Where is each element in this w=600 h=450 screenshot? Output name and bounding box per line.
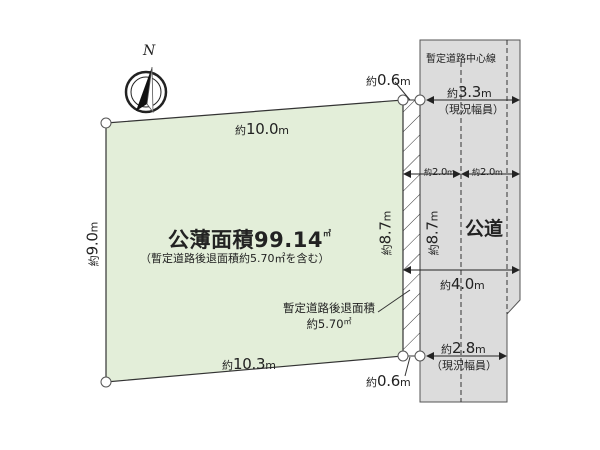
- road-half-width-right: 約2.0m: [472, 162, 503, 178]
- setback-area-unit: ㎡: [343, 316, 352, 326]
- area-note-suffix: を含む）: [285, 252, 330, 265]
- length-value: 2.8: [452, 339, 475, 357]
- length-value: 10.3: [233, 355, 266, 373]
- lot-area-title: 公薄面積99.14㎡: [168, 230, 331, 251]
- lot-bottom-edge-length: 約10.3m: [222, 356, 276, 372]
- length-unit: m: [87, 221, 101, 233]
- length-unit: m: [278, 124, 289, 137]
- road-center-line-label: 暫定道路中心線: [426, 54, 496, 65]
- approx-prefix: 約: [366, 75, 377, 88]
- setback-bottom-width: 約0.6m: [366, 373, 411, 389]
- setback-top-width: 約0.6m: [366, 72, 411, 88]
- corner-marker-bottom-road: [414, 350, 426, 362]
- approx-prefix: 約: [235, 124, 246, 137]
- approx-prefix: 約: [441, 343, 452, 356]
- length-value: 2.0: [480, 167, 496, 178]
- north-label: N: [143, 43, 156, 59]
- approx-prefix: 約: [222, 359, 233, 372]
- length-unit: m: [480, 87, 492, 100]
- length-value: 4.0: [451, 275, 474, 293]
- lot-area-note: （暫定道路後退面積約5.70㎡を含む）: [140, 253, 330, 264]
- approx-prefix: 約: [424, 168, 432, 177]
- road-full-width: 約4.0m: [440, 276, 485, 292]
- setback-area-leader: [377, 289, 411, 313]
- area-value: 公薄面積99.14: [168, 228, 323, 252]
- setback-top-leader: [394, 81, 411, 101]
- length-value: 9.0: [83, 232, 102, 256]
- length-value: 0.6: [377, 372, 400, 390]
- length-unit: m: [495, 168, 503, 177]
- area-unit: ㎡: [322, 229, 332, 238]
- lot-left-edge-length: 約9.0m: [83, 221, 102, 267]
- approx-prefix: 約: [366, 376, 377, 389]
- corner-marker-top-road: [414, 94, 426, 106]
- road-half-width-left: 約2.0m: [424, 162, 455, 178]
- length-value: 8.7: [376, 221, 395, 245]
- length-value: 3.3: [458, 83, 481, 101]
- length-unit: m: [474, 343, 486, 356]
- corner-marker-top-left: [100, 117, 112, 129]
- corner-marker-top-lot: [397, 94, 409, 106]
- road-current-width-bottom-note: （現況幅員）: [431, 359, 497, 372]
- approx-prefix: 約: [380, 244, 394, 256]
- road-name-label: 公道: [465, 218, 504, 240]
- road-current-width-top: 約3.3m: [447, 84, 492, 100]
- corner-marker-bottom-lot: [397, 350, 409, 362]
- length-unit: m: [447, 168, 455, 177]
- road-length: 約8.7m: [423, 210, 442, 256]
- length-unit: m: [399, 75, 411, 88]
- road-current-width-bottom: 約2.8m: [441, 340, 486, 356]
- area-note-unit: ㎡: [274, 252, 286, 265]
- length-value: 10.0: [246, 120, 279, 138]
- corner-marker-bottom-left: [100, 376, 112, 388]
- approx-prefix: 約: [427, 244, 441, 256]
- length-unit: m: [473, 279, 485, 292]
- approx-prefix: 約: [87, 255, 101, 267]
- length-value: 8.7: [423, 221, 442, 245]
- approx-prefix: 約: [472, 168, 480, 177]
- approx-prefix: 約: [447, 87, 458, 100]
- length-unit: m: [380, 210, 394, 222]
- setback-area-title: 暫定道路後退面積: [283, 301, 375, 315]
- length-value: 0.6: [377, 71, 400, 89]
- length-value: 2.0: [432, 167, 448, 178]
- setback-area-label: 暫定道路後退面積 約5.70㎡: [283, 301, 375, 332]
- length-unit: m: [399, 376, 411, 389]
- road-setback-area: [402, 99, 421, 357]
- north-arrow-icon: [124, 66, 168, 114]
- setback-area-value: 約5.70: [306, 316, 344, 331]
- length-unit: m: [265, 359, 276, 372]
- area-note-prefix: （暫定道路後退面積約5.70: [140, 252, 275, 265]
- lot-right-edge-length: 約8.7m: [376, 210, 395, 256]
- road-current-width-top-note: （現況幅員）: [438, 103, 504, 116]
- length-unit: m: [427, 210, 441, 222]
- approx-prefix: 約: [440, 279, 451, 292]
- lot-top-edge-length: 約10.0m: [235, 121, 289, 137]
- setback-bottom-leader: [404, 356, 411, 377]
